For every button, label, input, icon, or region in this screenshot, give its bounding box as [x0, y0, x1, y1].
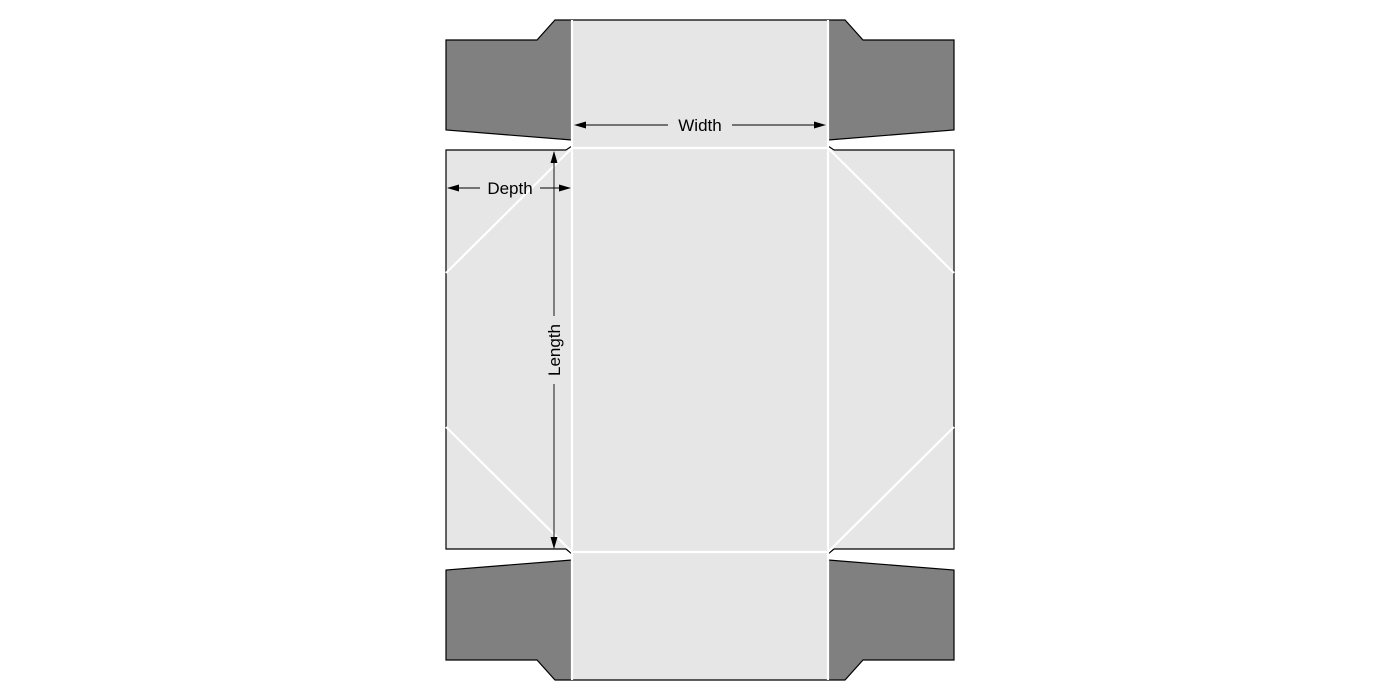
fold-line-diagonal-top-right [827, 147, 955, 274]
fold-line-diagonal-bottom-left [445, 426, 573, 553]
glue-flap-bottom-right [828, 560, 954, 680]
width-arrow-left [574, 121, 586, 129]
length-dimension: Length [545, 151, 564, 549]
glue-flap-top-right [828, 20, 954, 140]
left-side-panel [446, 150, 572, 549]
cut-line-top [445, 19, 955, 141]
depth-arrow-left [447, 184, 459, 192]
top-end-panel [572, 20, 828, 148]
cut-line-right-panel [834, 149, 955, 550]
depth-label: Depth [487, 179, 532, 198]
width-dimension: Width [574, 116, 826, 135]
fold-line-diagonal-top-left [445, 147, 573, 274]
depth-arrow-right [559, 184, 571, 192]
fold-line-diagonal-bottom-right [827, 426, 955, 553]
width-label: Width [678, 116, 721, 135]
length-arrow-top [550, 151, 558, 163]
glue-flap-top-left [446, 20, 572, 140]
right-side-panel [828, 150, 954, 549]
cut-line-bottom [445, 559, 955, 681]
depth-dimension: Depth [447, 179, 571, 198]
length-arrow-bottom [550, 537, 558, 549]
bottom-end-panel [572, 552, 828, 680]
length-label: Length [545, 324, 564, 376]
glue-flap-bottom-left [446, 560, 572, 680]
width-arrow-right [814, 121, 826, 129]
base-panel [572, 148, 828, 552]
cut-line-left-panel [445, 149, 566, 550]
